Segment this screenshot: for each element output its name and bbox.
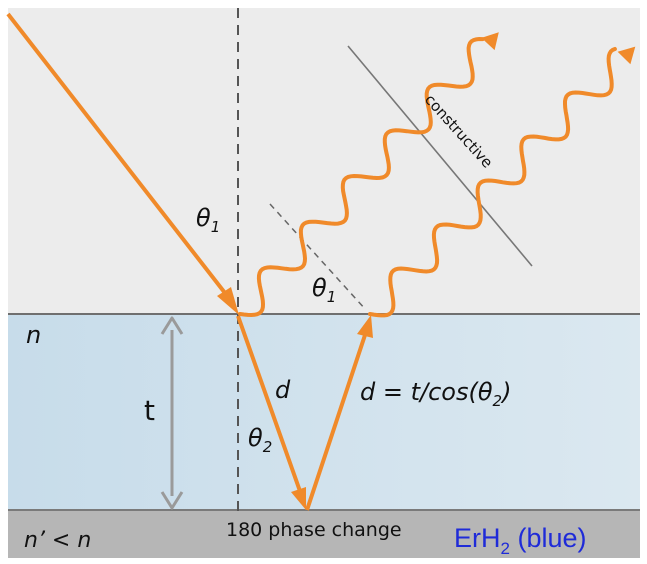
wavy-wave-arrowhead-2-icon — [617, 46, 636, 65]
film-index-label: n — [26, 321, 41, 349]
air-region — [8, 8, 640, 314]
thickness-label: t — [144, 394, 155, 427]
phase-change-label: 180 phase change — [226, 519, 402, 541]
reflected-wave-2 — [368, 47, 617, 318]
double-headed-thickness-arrow-bottom-icon — [160, 491, 184, 510]
path-d-label: d — [275, 376, 291, 404]
substrate-region — [8, 510, 640, 558]
reflected-ray-up — [305, 331, 368, 511]
theta2-label: θ2 — [248, 424, 272, 456]
constructive-line — [347, 45, 533, 267]
theta1-incident-label: θ1 — [196, 204, 220, 236]
path-formula-label: d = t/cos(θ2) — [360, 378, 511, 410]
substrate-index-label: n’ < n — [24, 528, 91, 553]
wavy-wave-arrowhead-1-icon — [481, 32, 499, 51]
film-region — [8, 314, 640, 510]
theta1-reflect-label: θ1 — [312, 274, 336, 306]
orange-ray-arrowhead-incident-icon — [217, 287, 239, 315]
refracted-ray-down — [236, 315, 303, 495]
orange-ray-arrowhead-up-icon — [357, 315, 373, 338]
wavefront-dashed-line — [269, 203, 367, 311]
material-label: ErH2 (blue) — [454, 523, 587, 558]
incident-ray — [6, 12, 234, 304]
orange-ray-arrowhead-down-icon — [291, 487, 306, 510]
reflected-wave-1 — [238, 36, 485, 318]
double-headed-thickness-arrow-top-icon — [160, 316, 184, 335]
